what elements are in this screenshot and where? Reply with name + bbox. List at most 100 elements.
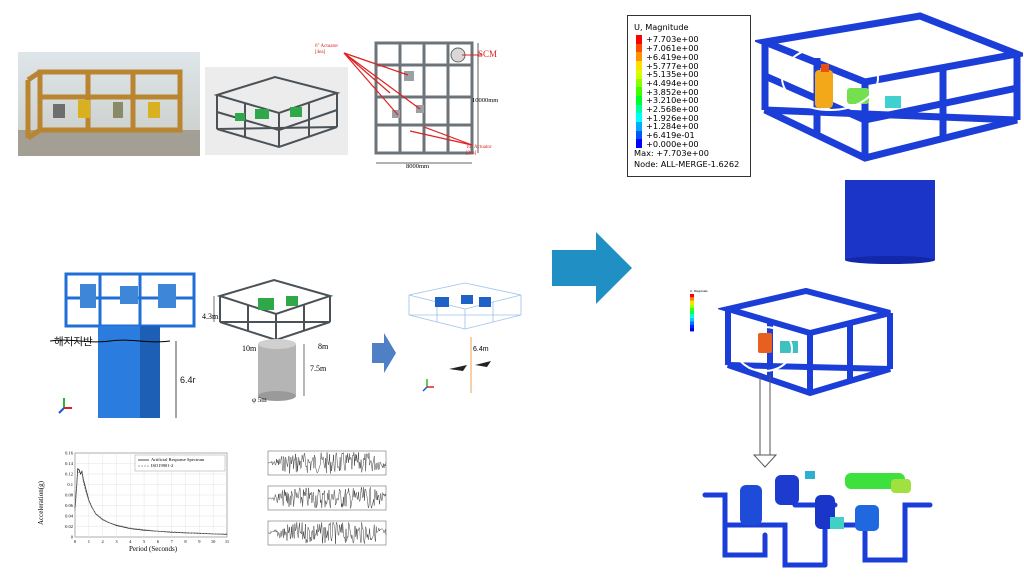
spectrum-legend-1: Artificial Response Spectrum bbox=[151, 457, 205, 462]
legend-row: +3.852e+00 bbox=[636, 86, 699, 97]
depth-label: 6.4m bbox=[473, 346, 489, 353]
mini-legend-title: U, Magnitude bbox=[690, 289, 708, 293]
x-tick-label: 3 bbox=[115, 539, 118, 544]
manifold-plan-view: 6" Actuator [4ea] SCM 10000mm 8000mm 10"… bbox=[312, 35, 512, 173]
legend-value: +5.777e+00 bbox=[646, 60, 699, 71]
x-tick-label: 7 bbox=[171, 539, 174, 544]
y-tick-label: 0.1 bbox=[67, 482, 73, 487]
legend-swatch bbox=[636, 122, 642, 131]
chart-legend-box bbox=[134, 454, 226, 472]
legend-title: U, Magnitude bbox=[634, 22, 689, 32]
zoom-connector bbox=[752, 375, 778, 468]
displacement-legend: U, Magnitude +7.703e+00+7.061e+00+6.419e… bbox=[627, 15, 751, 177]
x-tick-label: 0 bbox=[74, 539, 77, 544]
actuator-10in-qty: [2ea] bbox=[466, 151, 477, 156]
time-history-plots bbox=[258, 447, 390, 553]
legend-swatch bbox=[636, 87, 642, 96]
actuator-10in-label: 10" Actuator bbox=[466, 145, 492, 150]
legend-swatch bbox=[636, 113, 642, 123]
length-label: 10m bbox=[242, 344, 257, 353]
legend-row: +5.777e+00 bbox=[636, 60, 699, 71]
spectrum-ylabel: Acceleration(g) bbox=[37, 481, 45, 525]
x-tick-label: 6 bbox=[157, 539, 160, 544]
legend-row: +4.494e+00 bbox=[636, 77, 699, 88]
legend-row: +6.419e-01 bbox=[636, 130, 695, 141]
x-tick-label: 2 bbox=[102, 539, 104, 544]
legend-row: +5.135e+00 bbox=[636, 69, 699, 79]
legend-value: +7.061e+00 bbox=[646, 43, 699, 54]
legend-swatch bbox=[636, 130, 642, 140]
manifold-pile-model: 해저지반 6.4r bbox=[49, 268, 210, 423]
mini-displacement-legend: U, Magnitude bbox=[688, 289, 718, 340]
fe-result-frame bbox=[700, 285, 900, 405]
legend-max: Max: +7.703e+00 bbox=[634, 148, 709, 158]
manifold-iso-model: 4.3m 10m 8m 7.5m φ 5m bbox=[200, 270, 350, 420]
legend-row: +7.703e+00 bbox=[636, 34, 699, 45]
wireframe-fe-model: 6.4m bbox=[405, 275, 525, 400]
series-line-2 bbox=[74, 472, 227, 535]
actuator-6in-label: 6" Actuator bbox=[315, 44, 339, 49]
y-tick-label: 0.12 bbox=[65, 472, 73, 477]
y-tick-label: 0.14 bbox=[65, 461, 74, 466]
y-tick-label: 0.02 bbox=[65, 524, 73, 529]
legend-swatch bbox=[636, 139, 642, 149]
time-history-trace bbox=[268, 451, 387, 474]
time-history-trace bbox=[268, 522, 387, 544]
time-history-frame bbox=[267, 485, 387, 511]
y-tick-label: 0 bbox=[71, 535, 74, 540]
x-tick-label: 4 bbox=[129, 539, 132, 544]
x-tick-label: 5 bbox=[143, 539, 146, 544]
legend-node: Node: ALL-MERGE-1.6262 bbox=[634, 159, 740, 169]
legend-swatch bbox=[636, 43, 642, 53]
legend-row: +7.061e+00 bbox=[636, 43, 699, 54]
spectrum-legend-2: ISO19901-2 bbox=[151, 463, 174, 468]
manifold-photo bbox=[18, 52, 200, 156]
legend-value: +1.926e+00 bbox=[646, 112, 699, 123]
manifold-cad-model bbox=[205, 67, 348, 155]
legend-value: +4.494e+00 bbox=[646, 77, 699, 88]
legend-row: +3.210e+00 bbox=[636, 95, 699, 106]
legend-row: +2.568e+00 bbox=[636, 104, 699, 114]
legend-swatch bbox=[636, 69, 642, 79]
legend-row: +1.926e+00 bbox=[636, 112, 699, 123]
legend-swatch bbox=[636, 78, 642, 88]
arrow-small-icon bbox=[372, 333, 396, 373]
spectrum-xlabel: Period (Seconds) bbox=[129, 545, 178, 553]
legend-swatch bbox=[636, 104, 642, 114]
x-tick-label: 10 bbox=[211, 539, 216, 544]
y-tick-label: 0.04 bbox=[65, 514, 74, 519]
legend-value: +7.703e+00 bbox=[646, 34, 699, 45]
legend-swatch bbox=[636, 61, 642, 70]
legend-row: +0.000e+00 bbox=[636, 138, 699, 149]
width-dimension: 8000mm bbox=[406, 163, 430, 170]
legend-swatch bbox=[636, 35, 642, 44]
y-tick-label: 0.08 bbox=[65, 493, 74, 498]
y-tick-label: 0.16 bbox=[65, 451, 74, 456]
fe-result-main bbox=[752, 10, 1024, 265]
legend-value: +1.284e+00 bbox=[646, 121, 699, 132]
height-dimension: 10000mm bbox=[472, 97, 499, 104]
legend-value: +6.419e-01 bbox=[646, 130, 695, 141]
pile-length-label: 7.5m bbox=[310, 364, 327, 373]
legend-value: +2.568e+00 bbox=[646, 104, 699, 114]
legend-value: +3.210e+00 bbox=[646, 95, 699, 106]
x-tick-label: 11 bbox=[225, 539, 229, 544]
legend-value: +6.419e+00 bbox=[646, 51, 699, 62]
scm-label: SCM bbox=[478, 49, 498, 59]
legend-swatch bbox=[636, 95, 642, 105]
pile-depth-label: 6.4r bbox=[180, 375, 196, 385]
series-line-1 bbox=[74, 467, 228, 535]
y-tick-label: 0.06 bbox=[65, 503, 74, 508]
legend-value: +3.852e+00 bbox=[646, 86, 699, 97]
time-history-trace bbox=[267, 487, 387, 509]
legend-swatch bbox=[636, 52, 642, 62]
pile-diameter-label: φ 5m bbox=[252, 396, 267, 404]
time-history-frame bbox=[267, 520, 387, 546]
legend-value: +0.000e+00 bbox=[646, 138, 699, 149]
x-tick-label: 1 bbox=[88, 539, 90, 544]
x-tick-label: 8 bbox=[184, 539, 187, 544]
arrow-large-icon bbox=[552, 232, 632, 304]
actuator-6in-qty: [4ea] bbox=[315, 50, 326, 55]
seabed-label: 해저지반 bbox=[54, 336, 93, 348]
